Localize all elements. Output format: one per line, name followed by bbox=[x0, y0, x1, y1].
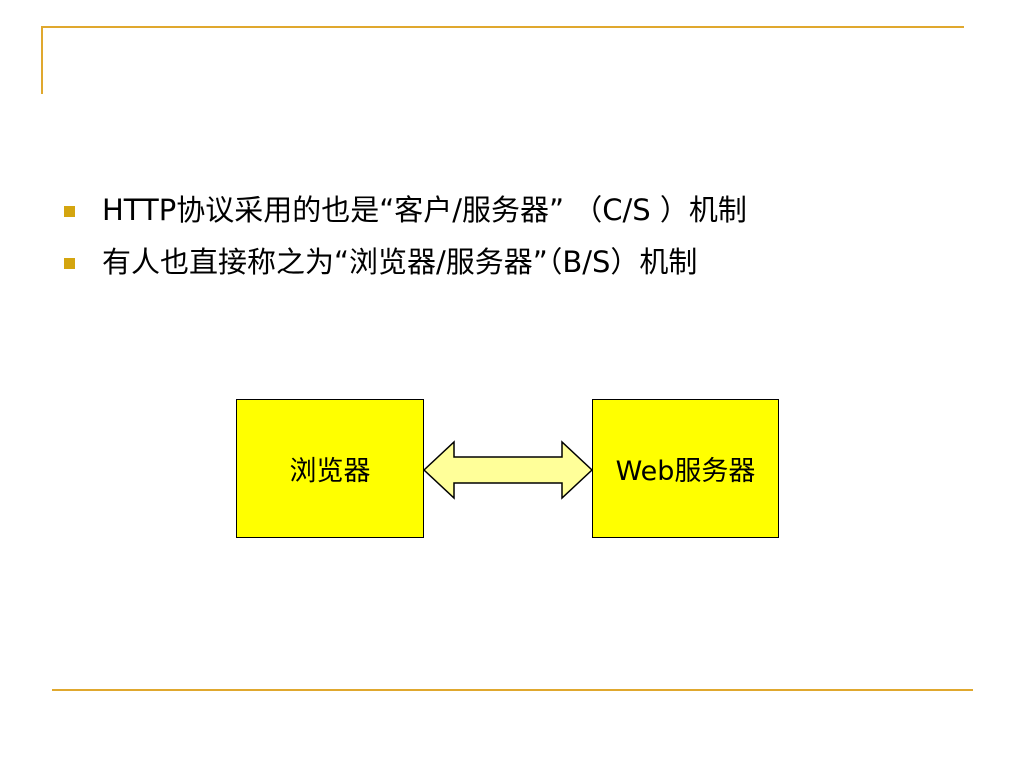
square-bullet-icon bbox=[64, 206, 75, 217]
slide-frame-bottom-line bbox=[52, 689, 973, 691]
bullet-text: HTTP协议采用的也是“客户/服务器” （C/S ）机制 bbox=[102, 193, 747, 227]
slide-frame-left-line bbox=[41, 26, 43, 94]
bullet-item-bs: 有人也直接称之为“浏览器/服务器”（B/S）机制 bbox=[62, 240, 1002, 292]
browser-box: 浏览器 bbox=[236, 399, 424, 538]
bullet-list: HTTP协议采用的也是“客户/服务器” （C/S ）机制 有人也直接称之为“浏览… bbox=[62, 188, 1002, 292]
browser-box-label: 浏览器 bbox=[289, 456, 371, 487]
bullet-item-cs: HTTP协议采用的也是“客户/服务器” （C/S ）机制 bbox=[62, 188, 1002, 240]
double-arrow-icon bbox=[422, 440, 594, 500]
bullet-text: 有人也直接称之为“浏览器/服务器”（B/S）机制 bbox=[102, 245, 698, 279]
web-server-box-label: Web服务器 bbox=[615, 456, 756, 487]
square-bullet-icon bbox=[64, 258, 75, 269]
web-server-box: Web服务器 bbox=[592, 399, 779, 538]
slide-frame-top-line bbox=[41, 26, 964, 28]
